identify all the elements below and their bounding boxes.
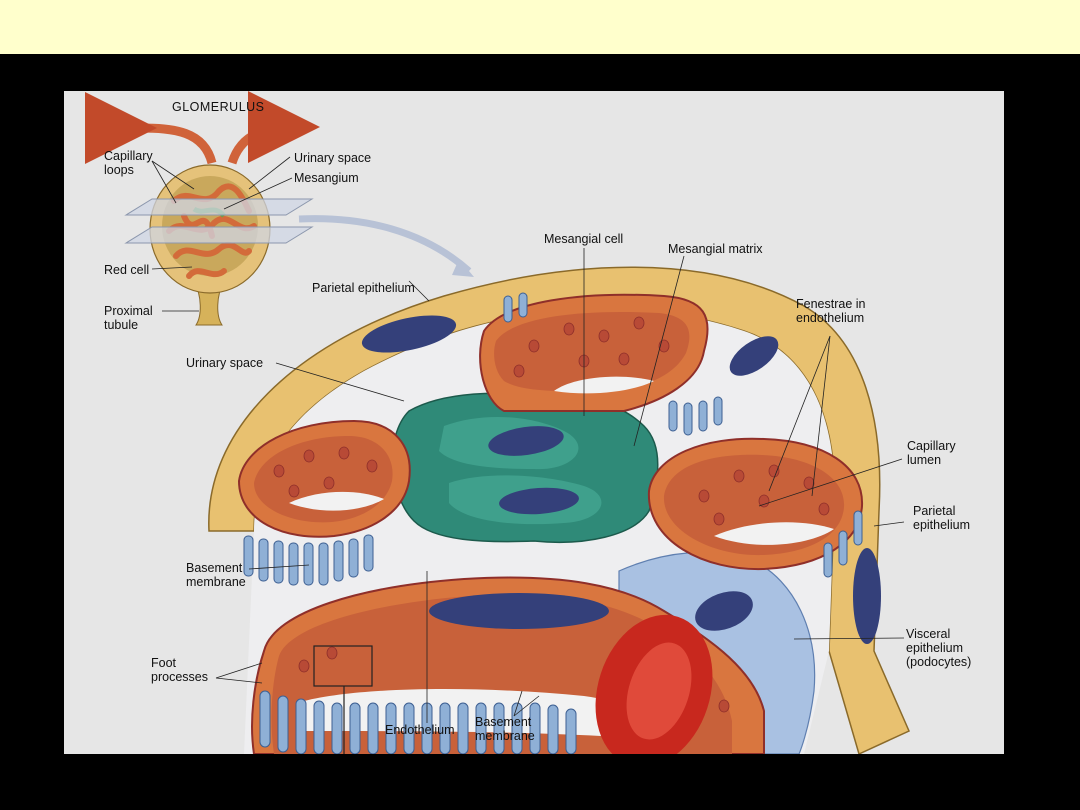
basement-membrane-left-label: Basement membrane xyxy=(186,561,246,589)
capillary-loop-right xyxy=(647,437,864,571)
glomerulus-diagram-panel: GLOMERULUS Capillary loops Urinary space… xyxy=(64,91,1004,754)
urinary-space-label: Urinary space xyxy=(186,356,264,370)
foot-processes-label: Foot processes xyxy=(151,656,208,684)
cross-section xyxy=(208,248,910,754)
visceral-epithelium-label: Visceral epithelium (podocytes) xyxy=(906,627,972,669)
mesangial-matrix-label: Mesangial matrix xyxy=(668,242,763,256)
basement-membrane-bottom-label: Basement membrane xyxy=(475,715,535,743)
slide-body: GLOMERULUS Capillary loops Urinary space… xyxy=(0,54,1080,810)
red-cell-label: Red cell xyxy=(104,263,150,277)
endothelium-label: Endothelium xyxy=(385,723,455,737)
parietal-epithelium-right-label: Parietal epithelium xyxy=(913,504,970,532)
glomerulus-inset xyxy=(84,91,474,326)
parietal-epithelium-top-label: Parietal epithelium xyxy=(312,281,415,295)
slide-header-band xyxy=(0,0,1080,54)
fenestrae-label: Fenestrae in endothelium xyxy=(796,297,866,325)
urinary-space-inset-label: Urinary space xyxy=(294,151,372,165)
glomerulus-illustration xyxy=(84,91,910,754)
mesangium-label: Mesangium xyxy=(294,171,359,185)
glomerulus-title: GLOMERULUS xyxy=(172,100,265,114)
capillary-lumen-label: Capillary lumen xyxy=(907,439,956,467)
mesangial-cell-label: Mesangial cell xyxy=(544,232,624,246)
capillary-loop-left xyxy=(237,419,411,538)
proximal-tubule-label: Proximal tubule xyxy=(104,304,153,332)
capillary-loops-label: Capillary loops xyxy=(104,149,153,177)
foot-processes xyxy=(243,292,863,754)
